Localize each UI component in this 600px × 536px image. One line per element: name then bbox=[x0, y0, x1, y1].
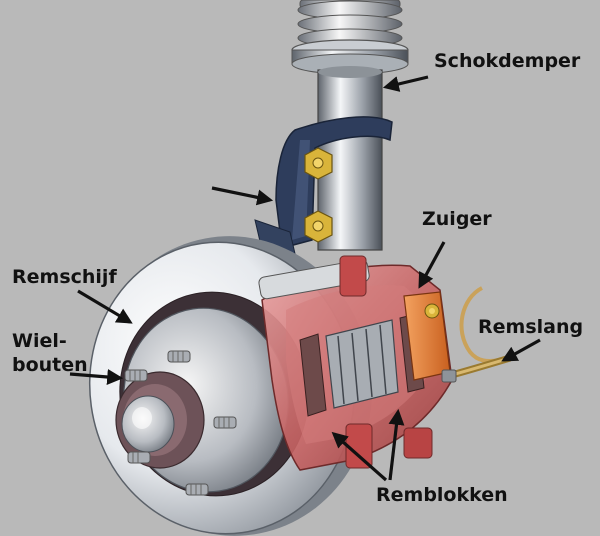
label-wielbouten-line1: Wiel- bbox=[12, 330, 67, 352]
arrow-zuiger bbox=[418, 241, 446, 289]
wheel-stud-3 bbox=[213, 416, 237, 429]
pointer-arrows bbox=[69, 75, 541, 482]
arrow-remblokken-2 bbox=[388, 408, 405, 481]
label-zuiger: Zuiger bbox=[422, 208, 492, 230]
arrow-remslang bbox=[501, 338, 541, 362]
arrow-schokdemper bbox=[382, 75, 429, 92]
arrow-remschijf bbox=[77, 289, 133, 324]
wheel-stud-5 bbox=[185, 483, 209, 496]
label-schokdemper: Schokdemper bbox=[434, 50, 581, 72]
arrow-wielbouten bbox=[69, 369, 124, 385]
coil-spring bbox=[291, 0, 409, 75]
label-remslang: Remslang bbox=[478, 316, 584, 338]
wheel-stud-1 bbox=[167, 350, 191, 363]
wheel-hub bbox=[115, 371, 205, 469]
arrow-remblokken-1 bbox=[331, 431, 388, 482]
arrow-bracket bbox=[211, 186, 274, 206]
wheel-stud-2 bbox=[124, 369, 148, 382]
label-remschijf: Remschijf bbox=[12, 266, 117, 288]
label-remblokken: Remblokken bbox=[376, 484, 508, 506]
label-wielbouten-line2: bouten bbox=[12, 354, 88, 376]
wheel-stud-4 bbox=[127, 451, 151, 464]
caliper-piston bbox=[403, 291, 451, 381]
bracket-bolt-lower bbox=[304, 210, 333, 243]
bracket-bolt-upper bbox=[304, 147, 333, 180]
